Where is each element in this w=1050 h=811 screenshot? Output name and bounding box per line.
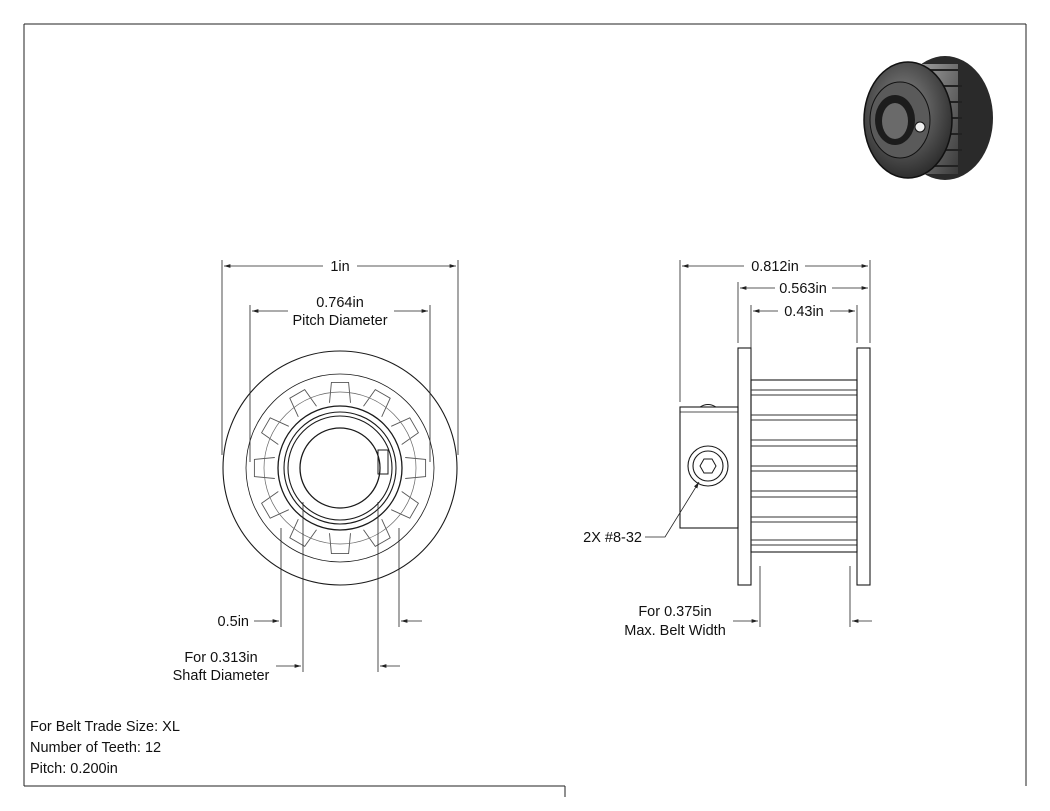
set-screw-outer	[687, 445, 729, 487]
tooth-width-label: 0.43in	[784, 304, 824, 320]
flange-inner-edge	[245, 373, 435, 563]
hub-face	[287, 415, 393, 521]
spec-belt-trade-size: For Belt Trade Size: XL	[30, 719, 180, 735]
set-screw-ring	[692, 450, 724, 482]
set-screw-flat	[377, 449, 389, 475]
spec-pitch: Pitch: 0.200in	[30, 761, 118, 777]
hub-step	[283, 411, 397, 525]
belt-width-caption: Max. Belt Width	[624, 623, 726, 639]
set-screw-hex	[699, 458, 717, 474]
hub-outer	[277, 405, 403, 531]
pulley-teeth	[253, 381, 427, 555]
belt-width-value: For 0.375in	[638, 604, 711, 620]
pitch-diameter-value: 0.764in	[316, 295, 364, 311]
front-dimensions	[221, 260, 459, 672]
right-flange	[856, 347, 871, 586]
isometric-render	[863, 56, 993, 180]
flange-span-label: 0.563in	[779, 281, 827, 297]
shaft-bore	[299, 427, 381, 509]
overall-diameter-label: 1in	[330, 259, 349, 275]
tooth-lines	[751, 389, 857, 546]
spec-number-of-teeth: Number of Teeth: 12	[30, 740, 162, 756]
hub-body	[679, 406, 739, 529]
set-screw-label: 2X #8-32	[583, 530, 642, 546]
front-view	[222, 350, 458, 586]
shaft-diameter-caption: Shaft Diameter	[173, 668, 270, 684]
shaft-diameter-value: For 0.313in	[184, 650, 257, 666]
sheet-border	[23, 23, 1027, 797]
hub-top-detail	[699, 404, 717, 408]
overall-length-label: 0.812in	[751, 259, 799, 275]
hub-diameter-label: 0.5in	[218, 614, 249, 630]
left-flange	[737, 347, 752, 586]
flange-outline	[222, 350, 458, 586]
side-view	[679, 347, 871, 586]
side-dimensions	[645, 260, 872, 627]
pitch-diameter-caption: Pitch Diameter	[292, 313, 387, 329]
pitch-circle	[263, 391, 417, 545]
